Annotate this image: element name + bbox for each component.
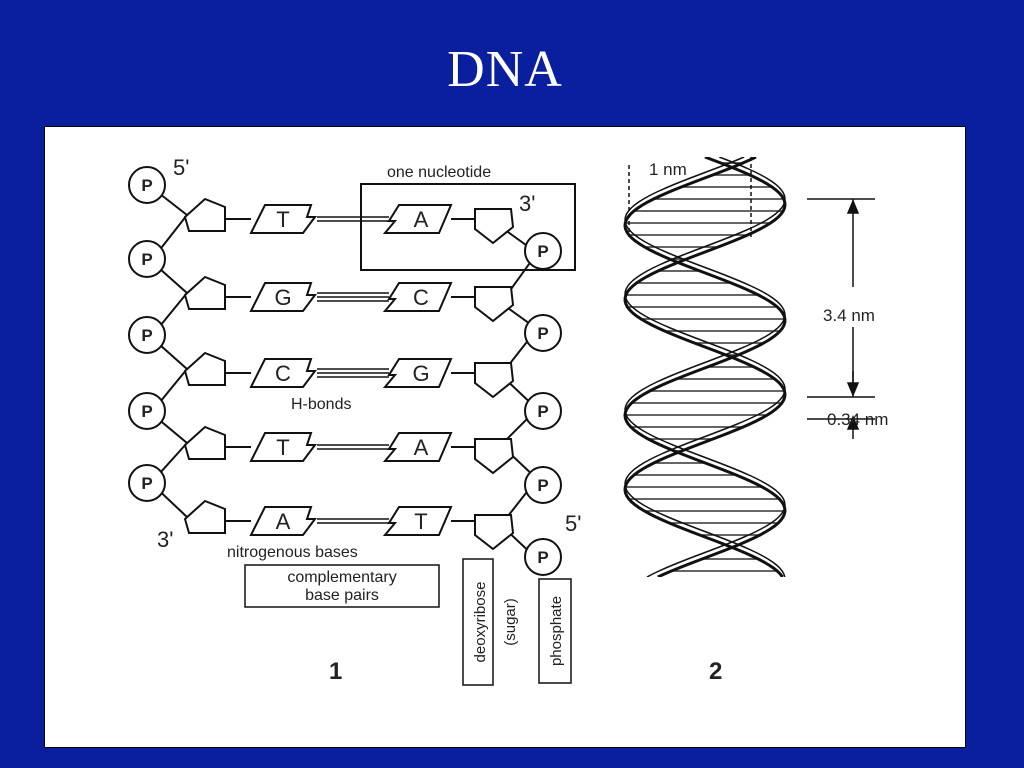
svg-text:P: P (141, 326, 152, 345)
deoxyribose-sugar (183, 499, 226, 534)
base-left-letter: T (276, 435, 289, 460)
glycosidic-bonds (225, 218, 475, 522)
deoxyribose-sugar (474, 514, 515, 551)
helix-strand-a-edge (624, 157, 786, 577)
double-helix-figure (623, 157, 787, 577)
label-3-prime-bottom: 3' (157, 527, 173, 552)
svg-text:P: P (141, 402, 152, 421)
left-sugars (183, 197, 226, 534)
base-left (249, 204, 317, 234)
diagram-panel: one nucleotide P P P P P P P P P P (44, 126, 966, 748)
base-left-letter: A (276, 509, 291, 534)
deoxyribose-box (462, 558, 494, 686)
phosphate: P (524, 538, 562, 576)
base-left-letter: C (275, 361, 291, 386)
label-3-prime-top: 3' (519, 191, 535, 216)
one-nucleotide-label: one nucleotide (387, 164, 491, 181)
phosphate: P (128, 316, 166, 354)
slide-title: DNA (447, 41, 563, 98)
width-marker (628, 157, 752, 237)
deoxyribose-label: deoxyribose (472, 582, 489, 663)
base-right-letter: T (414, 509, 427, 534)
phosphate: P (128, 166, 166, 204)
deoxyribose-sugar (183, 425, 226, 460)
svg-text:P: P (537, 548, 548, 567)
nitrogenous-bases-label: nitrogenous bases (227, 544, 358, 561)
label-5-prime-bottom: 5' (565, 511, 581, 536)
right-sugars (474, 208, 515, 551)
svg-text:P: P (537, 324, 548, 343)
svg-text:P: P (537, 242, 548, 261)
phosphate: P (128, 464, 166, 502)
phosphate-box (538, 578, 572, 684)
complementary-label-line1: complementary (287, 569, 396, 586)
deoxyribose-sugar (474, 286, 515, 323)
base-left (249, 506, 317, 536)
base-right (382, 204, 453, 234)
right-phosphates: P P P P P (524, 232, 562, 576)
h-bonds-label: H-bonds (291, 396, 351, 413)
deoxyribose-sugar (474, 438, 515, 475)
figure-1-number: 1 (329, 658, 342, 685)
base-left-letter: G (274, 285, 291, 310)
rise-label: 0.34 nm (827, 410, 888, 429)
base-right-letter: C (413, 285, 429, 310)
base-right-letter: A (414, 207, 429, 232)
svg-text:P: P (141, 250, 152, 269)
base-left-letter: T (276, 207, 289, 232)
base-left (249, 432, 317, 462)
deoxyribose-sugar (183, 351, 226, 386)
base-left (249, 358, 317, 388)
base-right-letter: G (412, 361, 429, 386)
label-5-prime-top: 5' (173, 155, 189, 180)
pitch-label: 3.4 nm (823, 306, 875, 325)
complementary-label-line2: base pairs (305, 587, 379, 604)
phosphate: P (524, 466, 562, 504)
deoxyribose-sugar (183, 197, 226, 232)
figure-2-number: 2 (709, 658, 722, 685)
right-backbone (499, 226, 539, 560)
svg-text:P: P (537, 402, 548, 421)
base-right (382, 358, 453, 388)
helix-strand-a (623, 157, 787, 577)
sugar-label: (sugar) (502, 598, 519, 646)
phosphate: P (524, 314, 562, 352)
phosphate: P (128, 392, 166, 430)
left-phosphates: P P P P P (128, 166, 166, 502)
complementary-box (244, 564, 440, 608)
svg-text:P: P (141, 176, 152, 195)
phosphate: P (128, 240, 166, 278)
dna-ladder-figure (149, 186, 539, 560)
base-right (382, 282, 453, 312)
deoxyribose-sugar (183, 275, 226, 310)
phosphate-label: phosphate (548, 596, 565, 666)
dna-diagram: one nucleotide P P P P P P P P P P (128, 155, 888, 686)
deoxyribose-sugar (474, 208, 515, 245)
phosphate: P (524, 232, 562, 270)
base-right-letter: A (414, 435, 429, 460)
phosphate: P (524, 392, 562, 430)
base-right (382, 506, 453, 536)
one-nucleotide-box (360, 183, 576, 271)
left-backbone (149, 186, 189, 518)
svg-text:P: P (537, 476, 548, 495)
helix-strand-b-edge (624, 157, 786, 577)
deoxyribose-sugar (474, 362, 515, 399)
base-right (382, 432, 453, 462)
pitch-marker (807, 198, 875, 439)
base-left (249, 282, 317, 312)
svg-text:P: P (141, 474, 152, 493)
one-nm-label: 1 nm (649, 160, 687, 179)
